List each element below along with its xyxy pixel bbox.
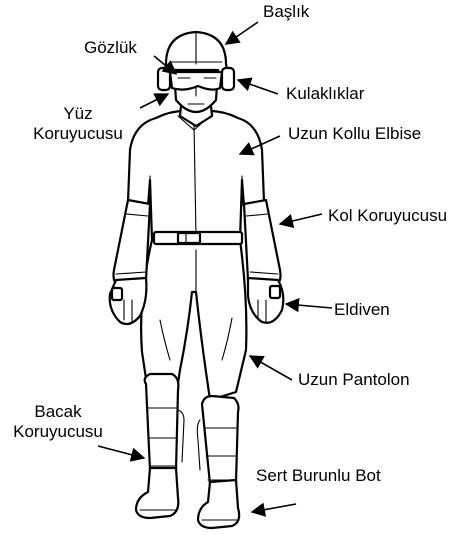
label-sert-burunlu-bot: Sert Burunlu Bot [256,466,381,486]
belt [154,232,242,244]
label-baslik: Başlık [263,2,309,22]
helmet [164,32,228,74]
label-yuz-koruyucusu: Yüz Koruyucusu [30,104,126,144]
label-gozluk: Gözlük [84,38,137,58]
label-bacak-line1: Bacak [8,402,108,422]
glove-right [248,278,283,323]
label-yuz-line1: Yüz [30,104,126,124]
goggles [170,72,222,90]
leg-guard-left [145,374,179,470]
label-bacak-koruyucusu: Bacak Koruyucusu [8,402,108,442]
boot-right [198,480,239,528]
leg-guard-right [202,396,239,484]
label-yuz-line2: Koruyucusu [30,124,126,144]
label-bacak-line2: Koruyucusu [8,422,108,442]
label-kulakliklar: Kulaklıklar [286,84,364,104]
arm-guard-right [244,200,281,284]
arm-guard-left [114,200,151,284]
label-kol-koruyucusu: Kol Koruyucusu [328,206,447,226]
label-eldiven: Eldiven [334,300,390,320]
boot-left [136,468,178,518]
label-uzun-pantolon: Uzun Pantolon [298,370,410,390]
label-uzun-kollu-elbise: Uzun Kollu Elbise [288,124,421,144]
